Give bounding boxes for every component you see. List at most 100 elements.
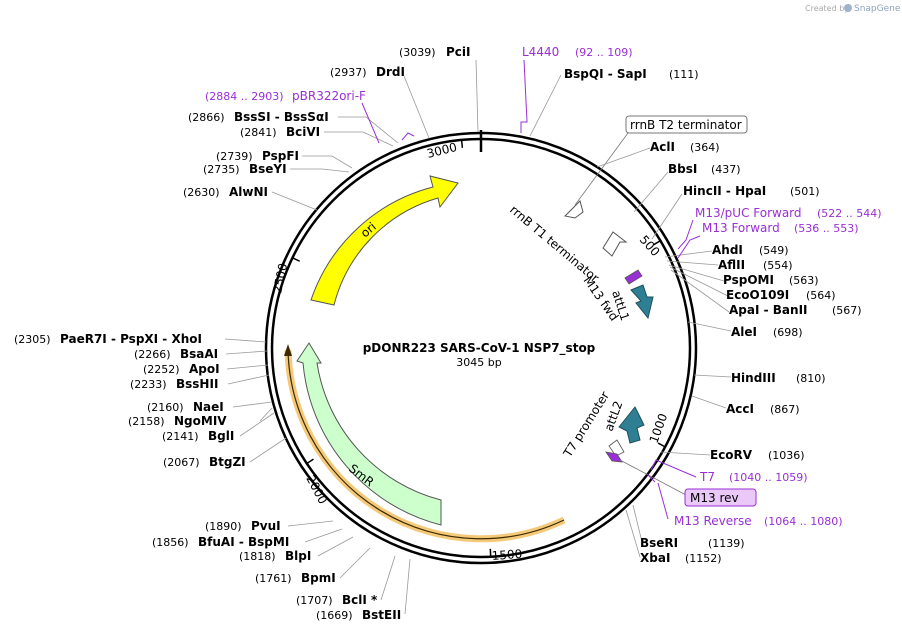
site-bbsi-pos: (437)	[711, 163, 741, 176]
rrnb-t1-label: rrnB T1 terminator	[507, 203, 602, 286]
site-bfuai-name[interactable]: BfuAI - BspMI	[198, 535, 289, 549]
site-pcii-name[interactable]: PciI	[446, 45, 471, 59]
m13-rev-arrow[interactable]	[605, 451, 623, 463]
rrnb-t2-arrow[interactable]	[563, 200, 584, 219]
site-bseri-name[interactable]: BseRI	[640, 536, 678, 550]
site-acli-pos: (364)	[690, 141, 720, 154]
site-acli-name[interactable]: AclI	[650, 140, 675, 154]
site-btgzi-name[interactable]: BtgZI	[209, 455, 246, 469]
tick-label-3000: 3000	[425, 140, 458, 161]
site-bpmi-pos: (1761)	[255, 572, 292, 585]
primer-l4440-name[interactable]: L4440	[522, 45, 559, 59]
tick-label-1000: 1000	[647, 412, 671, 445]
tick-mark-2000	[306, 458, 314, 465]
site-paer7i-pos: (2305)	[14, 333, 51, 346]
smr-feature-arrow[interactable]	[296, 342, 442, 526]
site-aflii-name[interactable]: AflII	[718, 258, 745, 272]
site-bseyi-name[interactable]: BseYI	[249, 162, 287, 176]
site-bsssi-name[interactable]: BssSI - BssSαI	[234, 110, 329, 124]
attl1-arrow[interactable]	[630, 284, 654, 320]
site-bcivi-name[interactable]: BciVI	[286, 125, 320, 139]
tick-mark-3000	[460, 139, 464, 148]
site-ecoo109i-name[interactable]: EcoO109I	[726, 288, 789, 302]
site-drdi-name[interactable]: DrdI	[376, 65, 405, 79]
site-naei-name[interactable]: NaeI	[193, 400, 224, 414]
site-bsssi-pos: (2866)	[188, 111, 225, 124]
credit-brand: SnapGene	[854, 4, 901, 14]
site-xbai-pos: (1152)	[685, 552, 722, 565]
credit-prefix: Created by	[805, 4, 849, 13]
site-pspomi-name[interactable]: PspOMI	[723, 273, 774, 287]
site-pvui-pos: (1890)	[205, 520, 242, 533]
site-btgzi-pos: (2067)	[163, 456, 200, 469]
tick-marks	[292, 139, 666, 557]
site-alei-name[interactable]: AleI	[731, 325, 757, 339]
site-pspfi-pos: (2739)	[216, 150, 253, 163]
site-bfuai-pos: (1856)	[152, 536, 189, 549]
site-hincii-name[interactable]: HincII - HpaI	[683, 184, 766, 198]
site-apai-pos: (567)	[832, 304, 862, 317]
primer-m13fwd-name[interactable]: M13 Forward	[702, 221, 780, 235]
rrnb-t1-arrow[interactable]	[602, 231, 628, 257]
site-apai-name[interactable]: ApaI - BanII	[729, 303, 808, 317]
site-apoi-pos: (2252)	[143, 363, 180, 376]
site-bsteii-name[interactable]: BstEII	[362, 608, 401, 622]
primer-pbr322ori-name[interactable]: pBR322ori-F	[292, 89, 366, 103]
primer-m13puc-name[interactable]: M13/pUC Forward	[695, 206, 802, 220]
primer-m13rev-name[interactable]: M13 Reverse	[674, 514, 752, 528]
site-ecorv-pos: (1036)	[768, 449, 805, 462]
m13-fwd-arrow[interactable]	[624, 269, 643, 285]
site-xbai-name[interactable]: XbaI	[640, 551, 670, 565]
site-ngomiv-name[interactable]: NgoMIV	[174, 414, 227, 428]
site-bbsi-name[interactable]: BbsI	[668, 162, 697, 176]
tick-mark-2500	[292, 257, 301, 262]
site-apoi-name[interactable]: ApoI	[189, 362, 220, 376]
smr-highlight-line	[287, 349, 565, 540]
tick-label-2500: 2500	[270, 262, 290, 295]
snapgene-logo-icon	[844, 4, 852, 12]
site-ahdi-pos: (549)	[759, 244, 789, 257]
site-hindiii-name[interactable]: HindIII	[731, 371, 776, 385]
primer-m13fwd-range: (536 .. 553)	[794, 222, 859, 235]
site-pvui-name[interactable]: PvuI	[251, 519, 281, 533]
tick-mark-500	[653, 240, 661, 246]
site-acci-name[interactable]: AccI	[726, 402, 754, 416]
site-bseyi-pos: (2735)	[203, 163, 240, 176]
site-bseri-pos: (1139)	[708, 537, 745, 550]
site-bspqi-pos: (111)	[669, 68, 699, 81]
site-blpi-name[interactable]: BlpI	[285, 549, 311, 563]
m13-rev-label: M13 rev	[690, 491, 739, 505]
site-ecoo109i-pos: (564)	[806, 289, 836, 302]
site-bcli-name[interactable]: BclI *	[342, 593, 378, 607]
site-ecorv-name[interactable]: EcoRV	[710, 448, 753, 462]
site-bsteii-pos: (1669)	[316, 609, 353, 622]
site-alwni-name[interactable]: AlwNI	[229, 185, 268, 199]
site-pcii-pos: (3039)	[399, 46, 436, 59]
site-bsaai-pos: (2266)	[134, 348, 171, 361]
primer-t7-name[interactable]: T7	[699, 470, 715, 484]
site-bcli-pos: (1707)	[296, 594, 333, 607]
t7-promoter-arrow[interactable]	[608, 439, 625, 457]
rrnb-t2-label: rrnB T2 terminator	[630, 118, 742, 132]
site-bspqi-name[interactable]: BspQI - SapI	[564, 67, 647, 81]
tick-mark-1000	[657, 442, 666, 448]
site-drdi-pos: (2937)	[330, 66, 367, 79]
site-ahdi-name[interactable]: AhdI	[712, 243, 743, 257]
ori-feature-arrow[interactable]	[310, 175, 459, 306]
rrnb-t2-leader	[574, 132, 629, 206]
site-bsshii-name[interactable]: BssHII	[176, 377, 218, 391]
plasmid-name: pDONR223 SARS-CoV-1 NSP7_stop	[363, 341, 596, 356]
site-paer7i-name[interactable]: PaeR7I - PspXI - XhoI	[60, 332, 202, 346]
plasmid-size: 3045 bp	[456, 356, 501, 369]
primer-m13puc-range: (522 .. 544)	[817, 207, 882, 220]
site-hincii-pos: (501)	[790, 185, 820, 198]
site-pspfi-name[interactable]: PspFI	[262, 149, 299, 163]
site-bpmi-name[interactable]: BpmI	[301, 571, 336, 585]
attl2-arrow[interactable]	[618, 406, 645, 444]
m13-rev-box	[684, 488, 757, 507]
site-bgli-name[interactable]: BglI	[208, 429, 234, 443]
site-bsaai-name[interactable]: BsaAI	[180, 347, 218, 361]
primer-t7-range: (1040 .. 1059)	[729, 471, 808, 484]
site-leader-lines	[224, 59, 732, 615]
